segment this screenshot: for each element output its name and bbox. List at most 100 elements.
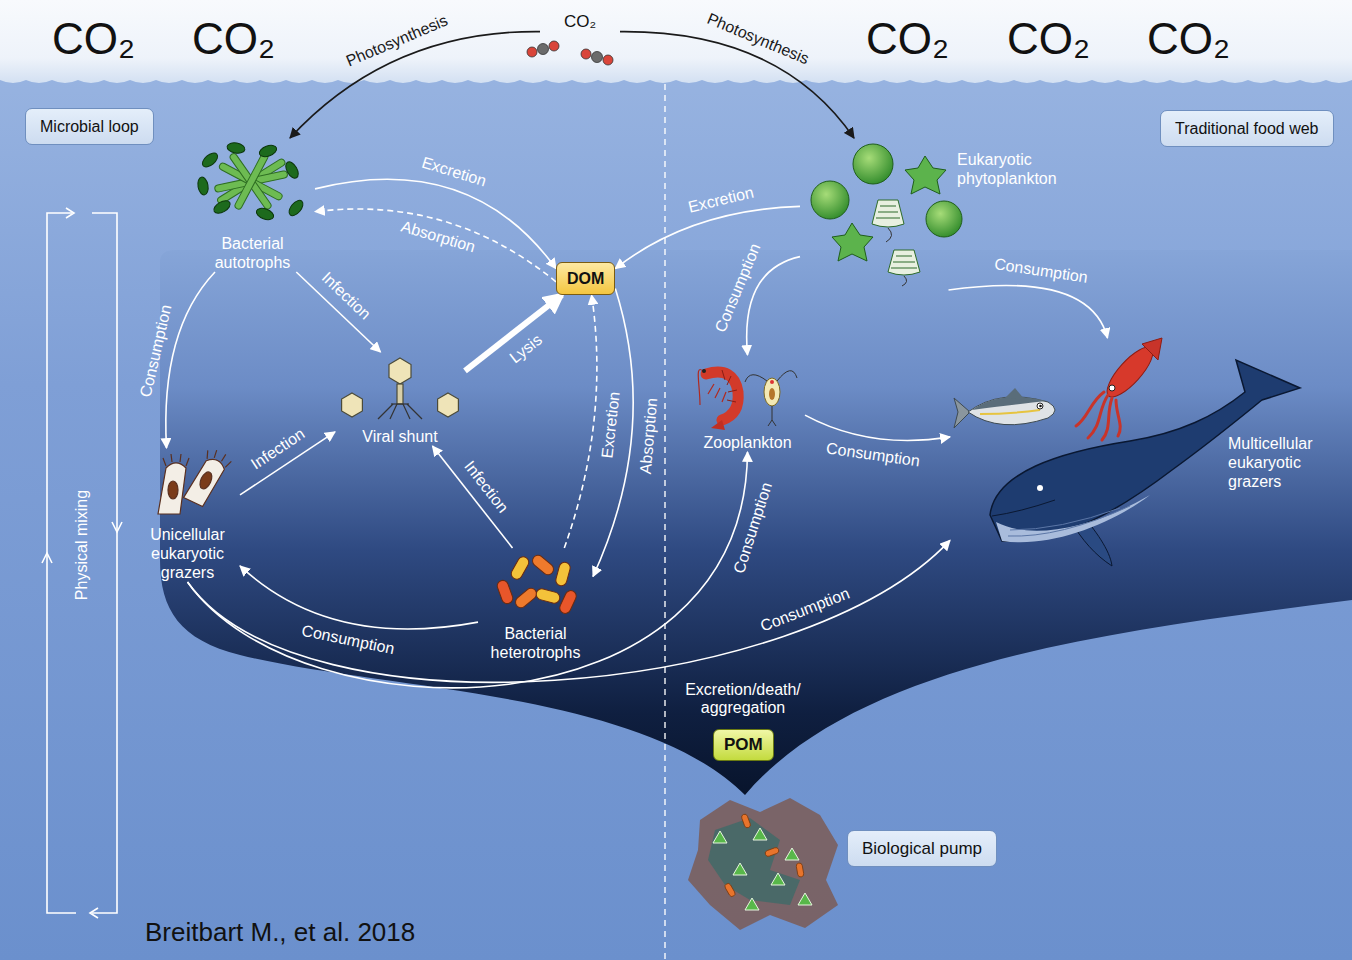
bacterial-heterotroph-illustration — [496, 553, 578, 615]
marine-snow-aggregate — [764, 847, 779, 857]
co2-label: CO₂ — [1007, 14, 1090, 65]
co2-label: CO₂ — [1147, 14, 1230, 65]
pool-box: DOM — [556, 262, 615, 295]
bacterial-heterotroph-illustration — [535, 588, 561, 605]
co2-molecule — [592, 52, 603, 63]
unicellular-grazer-illustration — [204, 447, 233, 469]
connector — [240, 566, 478, 629]
phytoplankton-illustration — [902, 276, 907, 286]
virus-illustration — [342, 393, 363, 417]
fish-illustration — [1039, 405, 1042, 408]
box-text: DOM — [567, 269, 604, 288]
squid-illustration — [1076, 338, 1162, 440]
fish-illustration — [980, 410, 1040, 414]
fish-illustration — [1037, 403, 1043, 409]
co2-molecule — [549, 41, 559, 51]
co2-molecule — [581, 49, 591, 59]
unicellular-grazer-illustration — [163, 454, 189, 466]
marine-snow-aggregate — [688, 798, 838, 930]
deep-water-bowl — [160, 250, 1352, 795]
node-label: CO₂ — [540, 12, 620, 31]
mixing-bracket — [42, 208, 122, 918]
virus-illustration — [391, 403, 409, 404]
phytoplankton-illustration — [832, 223, 873, 261]
marine-snow-aggregate — [708, 818, 800, 905]
marine-snow-aggregate — [724, 882, 736, 897]
axis-label: Physical mixing — [73, 490, 91, 600]
box-text: POM — [724, 735, 763, 755]
phytoplankton-illustration — [888, 250, 920, 275]
phytoplankton-illustration — [811, 181, 849, 219]
virus-illustration — [407, 404, 422, 419]
citation: Breitbart M., et al. 2018 — [145, 918, 415, 948]
connector — [465, 295, 562, 371]
phytoplankton-illustration — [876, 206, 900, 218]
phytoplankton-illustration — [886, 228, 892, 242]
marine-snow-aggregate — [745, 898, 759, 910]
connector — [290, 32, 540, 138]
zooplankton-illustration — [745, 371, 797, 426]
co2-molecule — [538, 44, 549, 55]
virus-group: Viral shunt — [335, 352, 465, 446]
bacterial-autotroph-illustration — [283, 160, 301, 181]
bacterial-autotroph-illustration — [234, 152, 269, 210]
co2-molecule — [527, 47, 537, 57]
organism-group: Bacterial autotrophs — [190, 138, 315, 272]
bacterial-heterotroph-illustration — [530, 553, 555, 577]
unicellular-grazer-illustration — [184, 446, 233, 509]
squid-illustration — [1109, 385, 1115, 391]
bacterial-autotroph-illustration — [212, 198, 233, 216]
divider-line — [664, 84, 666, 960]
bacterial-heterotroph-illustration — [555, 561, 572, 587]
connector — [188, 540, 951, 682]
zooplankton-illustration — [698, 370, 726, 405]
fish-illustration — [954, 398, 970, 428]
connector — [166, 272, 215, 448]
node-label: Bacterial autotrophs — [190, 234, 315, 272]
marine-snow-aggregate — [741, 813, 751, 828]
box-text: Biological pump — [862, 839, 982, 858]
zooplankton-illustration — [706, 372, 738, 420]
virus-illustration — [342, 358, 459, 419]
virus-illustration — [438, 393, 459, 417]
mixing-bracket — [66, 208, 74, 218]
marine-snow-aggregate — [798, 893, 812, 905]
marine-snow-aggregate — [771, 873, 785, 885]
region-title: Traditional food web — [1160, 110, 1334, 147]
box-text: Microbial loop — [40, 117, 139, 136]
zooplankton-illustration — [702, 369, 706, 373]
whale-illustration — [992, 500, 1055, 516]
connector — [433, 446, 513, 548]
whale-illustration — [996, 495, 1150, 542]
co2-label: CO₂ — [866, 14, 949, 65]
marine-snow-aggregate — [733, 863, 747, 875]
bacterial-autotroph-illustration — [255, 206, 275, 222]
bacterial-heterotroph-illustration — [513, 586, 538, 610]
process-box: Biological pump — [847, 830, 997, 867]
whale-illustration — [1037, 485, 1043, 491]
virus-illustration — [389, 358, 411, 384]
fish-illustration — [954, 388, 1055, 428]
phytoplankton-illustration — [891, 256, 917, 268]
organism-group: Bacterial heterotrophs — [478, 548, 593, 662]
connector — [805, 415, 950, 440]
node-label: Bacterial heterotrophs — [478, 624, 593, 662]
zooplankton-illustration — [770, 380, 774, 384]
bacterial-autotroph-illustration — [286, 198, 305, 218]
zooplankton-illustration — [711, 420, 725, 430]
phytoplankton-illustration — [926, 201, 962, 237]
organism-group: Multicellular eukaryotic grazers — [950, 338, 1325, 568]
marine-snow-aggregate — [713, 831, 727, 843]
whale-illustration — [1008, 506, 1130, 536]
unicellular-grazer-illustration — [168, 481, 178, 499]
bacterial-heterotroph-illustration — [509, 555, 531, 581]
marine-snow-aggregate — [796, 863, 804, 878]
mixing-bracket — [112, 522, 122, 532]
node-label: Zooplankton — [690, 433, 805, 452]
co2-molecule — [527, 41, 613, 65]
co2-label: CO₂ — [52, 14, 135, 65]
organism-group: Zooplankton — [690, 355, 805, 452]
unicellular-grazer-illustration — [158, 446, 233, 514]
